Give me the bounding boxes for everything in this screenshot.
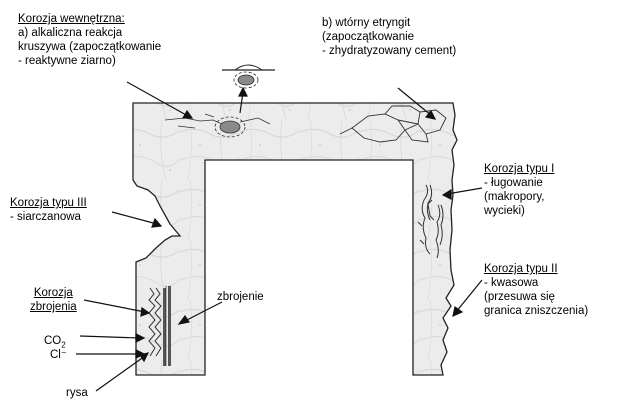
rebar-bar-2 [168, 286, 171, 366]
rebar-bar-1 [163, 288, 166, 366]
reactive-grain [219, 120, 241, 134]
label-internal-line3: - reaktywne ziarno) [18, 55, 116, 67]
leaching-pores [417, 184, 444, 259]
label-internal-corrosion: Korozja wewnętrzna: a) alkaliczna reakcj… [18, 12, 161, 68]
label-rebar-text: zbrojenie [217, 291, 264, 303]
label-type2-line1: - kwasowa [484, 277, 539, 289]
label-co2: CO2 [44, 334, 66, 352]
label-internal-line2: kruszywa (zapoczątkowanie [18, 41, 162, 53]
label-ettringite: b) wtórny etryngit (zapoczątkowanie - zh… [322, 16, 456, 58]
label-ettringite-line2: (zapoczątkowanie [322, 31, 415, 43]
label-type1-line2: (makropory, [484, 191, 545, 203]
label-type3-line1: - siarczanowa [10, 211, 81, 223]
label-rebar-corrosion: Korozja zbrojenia [30, 286, 77, 314]
label-crack: rysa [66, 386, 88, 400]
rebar-corrosion-zone [148, 287, 162, 357]
magnified-grain [237, 74, 255, 86]
label-type1-line1: - ługowanie [484, 177, 543, 189]
ettringite-crack-network [339, 105, 447, 143]
reactive-grain-halo [214, 116, 246, 138]
label-type2-line3: granica zniszczenia) [484, 305, 589, 317]
label-chloride-text: Cl⁻ [50, 349, 67, 361]
label-chloride: Cl⁻ [50, 348, 67, 362]
label-type3: Korozja typu III - siarczanowa [10, 196, 87, 224]
label-type1-line3: wycieki) [484, 205, 525, 217]
arrows [76, 81, 483, 392]
label-co2-subscript: 2 [61, 340, 66, 350]
label-type3-title: Korozja typu III [10, 197, 87, 209]
magnified-grain-halo [233, 71, 259, 89]
label-crack-text: rysa [66, 387, 88, 399]
label-type2: Korozja typu II - kwasowa (przesuwa się … [484, 262, 588, 318]
label-type1-title: Korozja typu I [484, 163, 555, 175]
label-co2-text: CO [44, 335, 62, 347]
surface-bulge [234, 64, 263, 71]
label-rebar: zbrojenie [217, 290, 264, 304]
label-internal-title: Korozja wewnętrzna: [18, 13, 125, 25]
label-type2-line2: (przesuwa się [484, 291, 555, 303]
label-type2-title: Korozja typu II [484, 263, 558, 275]
alkali-crack-pattern [164, 113, 271, 129]
label-rebar-corrosion-line2: zbrojenia [30, 301, 77, 313]
label-ettringite-line1: b) wtórny etryngit [322, 17, 411, 29]
label-ettringite-line3: - zhydratyzowany cement) [322, 45, 457, 57]
label-rebar-corrosion-line1: Korozja [33, 287, 73, 299]
label-type1: Korozja typu I - ługowanie (makropory, w… [484, 162, 554, 218]
concrete-frame [132, 102, 458, 376]
label-internal-line1: a) alkaliczna reakcja [18, 27, 123, 39]
